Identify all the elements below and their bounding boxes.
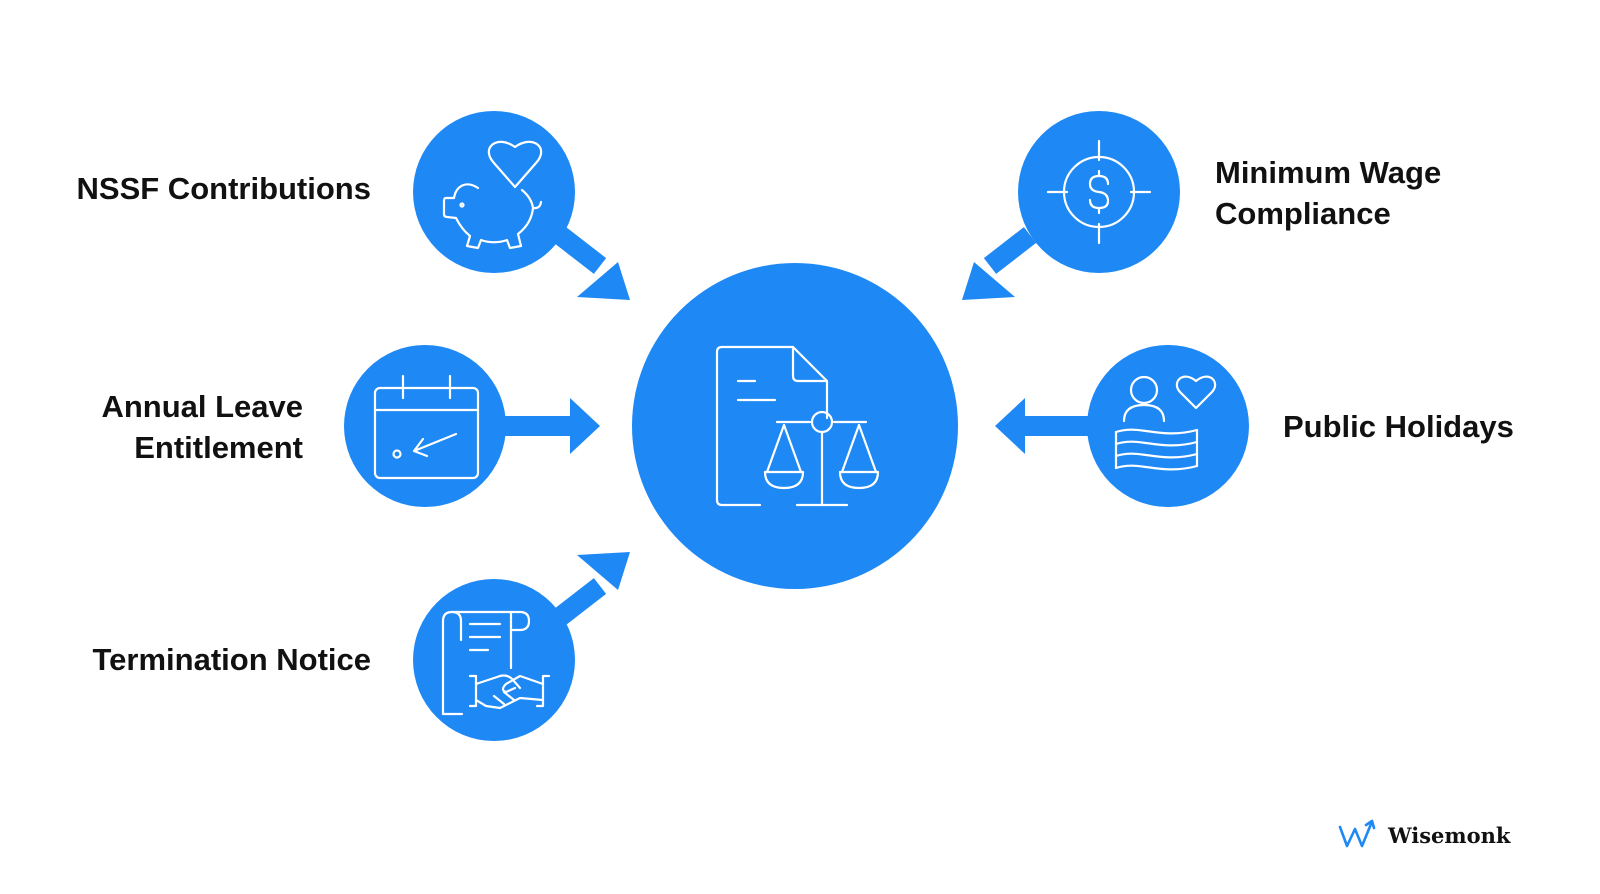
annual-leave-circle bbox=[344, 345, 506, 507]
arrow-termination bbox=[553, 552, 630, 625]
wisemonk-logo-icon bbox=[1338, 819, 1376, 848]
label-line: Compliance bbox=[1215, 196, 1391, 231]
dollar-target-icon bbox=[1046, 139, 1152, 245]
termination-circle bbox=[413, 579, 575, 741]
brand-logo: Wisemonk bbox=[1338, 815, 1510, 855]
label-line: Annual Leave bbox=[101, 389, 303, 424]
arrow-nssf bbox=[553, 227, 630, 300]
calendar-icon bbox=[373, 374, 480, 480]
label-nssf-contributions: NSSF Contributions bbox=[77, 168, 371, 209]
arrow-minimum-wage bbox=[962, 227, 1037, 300]
center-circle bbox=[632, 263, 958, 589]
label-termination-notice: Termination Notice bbox=[93, 639, 371, 680]
piggy-bank-heart-icon bbox=[442, 140, 543, 250]
label-annual-leave: Annual Leave Entitlement bbox=[101, 386, 303, 468]
label-line: Termination Notice bbox=[92, 642, 371, 677]
nssf-circle bbox=[413, 111, 575, 273]
public-holidays-circle bbox=[1087, 345, 1249, 507]
contract-handshake-icon bbox=[441, 610, 551, 716]
label-line: NSSF Contributions bbox=[76, 171, 371, 206]
people-flag-heart-icon bbox=[1114, 375, 1217, 471]
arrow-annual-leave bbox=[505, 398, 600, 454]
label-minimum-wage: Minimum Wage Compliance bbox=[1215, 152, 1441, 234]
label-line: Public Holidays bbox=[1283, 409, 1514, 444]
legal-document-scales-icon bbox=[715, 345, 880, 507]
arrow-public-holidays bbox=[995, 398, 1092, 454]
label-line: Minimum Wage bbox=[1215, 155, 1442, 190]
brand-name: Wisemonk bbox=[1388, 822, 1511, 848]
label-line: Entitlement bbox=[134, 430, 303, 465]
label-public-holidays: Public Holidays bbox=[1283, 406, 1514, 447]
